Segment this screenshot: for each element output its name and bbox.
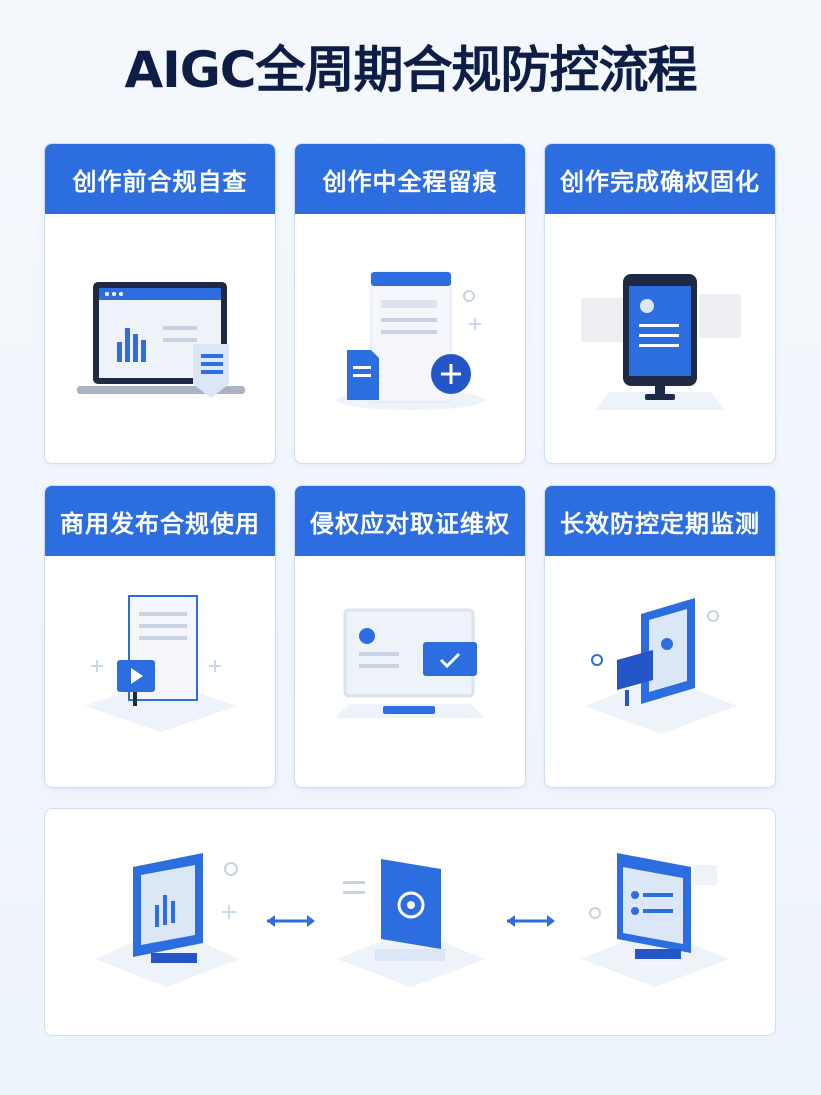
step-card-2: 创作中全程留痕: [294, 143, 526, 464]
document-video-icon: [85, 595, 237, 732]
step-card-4: 商用发布合规使用: [44, 485, 276, 788]
step-header: 商用发布合规使用: [45, 486, 275, 556]
monitor-user-icon: [585, 598, 737, 734]
monitor-list-icon: [581, 853, 729, 987]
double-arrow-icon[interactable]: [267, 915, 315, 927]
double-arrow-icon[interactable]: [507, 915, 555, 927]
monitor-check-icon: [335, 608, 485, 718]
document-add-icon: [337, 271, 485, 410]
step-header: 创作中全程留痕: [295, 144, 525, 214]
kiosk-profile-icon: [581, 274, 741, 410]
step-card-6: 长效防控定期监测: [544, 485, 776, 788]
step-header: 侵权应对取证维权: [295, 486, 525, 556]
step-header: 创作前合规自查: [45, 144, 275, 214]
bottom-flow-panel: [44, 808, 776, 1036]
step-card-5: 侵权应对取证维权: [294, 485, 526, 788]
page-title: AIGC全周期合规防控流程: [124, 41, 697, 99]
step-card-1: 创作前合规自查: [44, 143, 276, 464]
tablet-target-icon: [337, 859, 485, 987]
monitor-chart-icon: [95, 853, 239, 987]
step-card-3: 创作完成确权固化: [544, 143, 776, 464]
step-header: 长效防控定期监测: [545, 486, 775, 556]
laptop-chart-icon: [77, 282, 245, 398]
step-header: 创作完成确权固化: [545, 144, 775, 214]
